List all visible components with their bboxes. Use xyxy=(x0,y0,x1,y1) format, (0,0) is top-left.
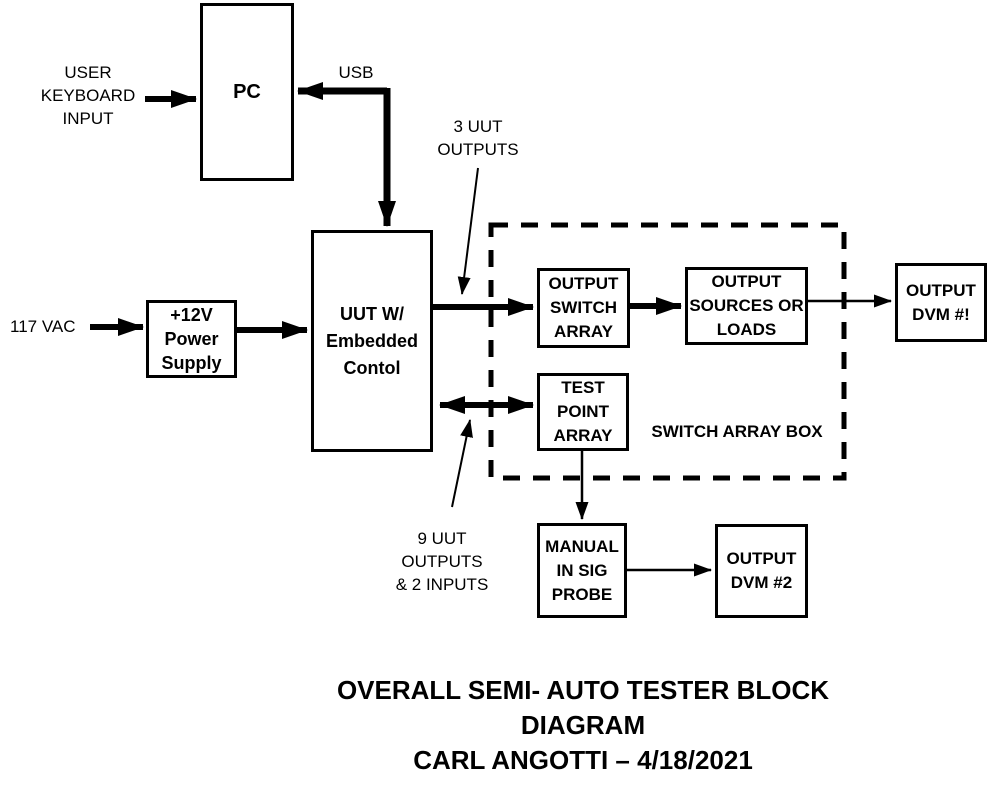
117vac-label: 117 VAC xyxy=(10,317,76,336)
diagram-title: OVERALL SEMI- AUTO TESTER BLOCK DIAGRAM … xyxy=(336,675,830,775)
uut-embedded-control-box: UUT W/ Embedded Contol xyxy=(311,230,433,452)
pointer-3-uut-outputs xyxy=(457,167,479,295)
pc-box: PC xyxy=(200,3,294,181)
power-supply-box: +12V Power Supply xyxy=(146,300,237,378)
three-uut-outputs-label: 3 UUT OUTPUTS xyxy=(437,117,519,159)
switch-array-box-outline xyxy=(488,222,847,481)
user-keyboard-input-label: USER KEYBOARD INPUT xyxy=(40,63,136,128)
usb-label: USB xyxy=(338,63,374,82)
output-dvm1-box: OUTPUT DVM #! xyxy=(895,263,987,342)
manual-in-sig-probe-box: MANUAL IN SIG PROBE xyxy=(537,523,627,618)
output-dvm2-box: OUTPUT DVM #2 xyxy=(715,524,808,618)
output-sources-or-loads-box: OUTPUT SOURCES OR LOADS xyxy=(685,267,808,345)
nine-uut-outputs-label: 9 UUT OUTPUTS & 2 INPUTS xyxy=(395,529,489,594)
switch-array-box-label: SWITCH ARRAY BOX xyxy=(651,422,823,441)
pointer-9-uut-outputs xyxy=(451,419,473,508)
output-switch-array-box: OUTPUT SWITCH ARRAY xyxy=(537,268,630,348)
test-point-array-box: TEST POINT ARRAY xyxy=(537,373,629,451)
